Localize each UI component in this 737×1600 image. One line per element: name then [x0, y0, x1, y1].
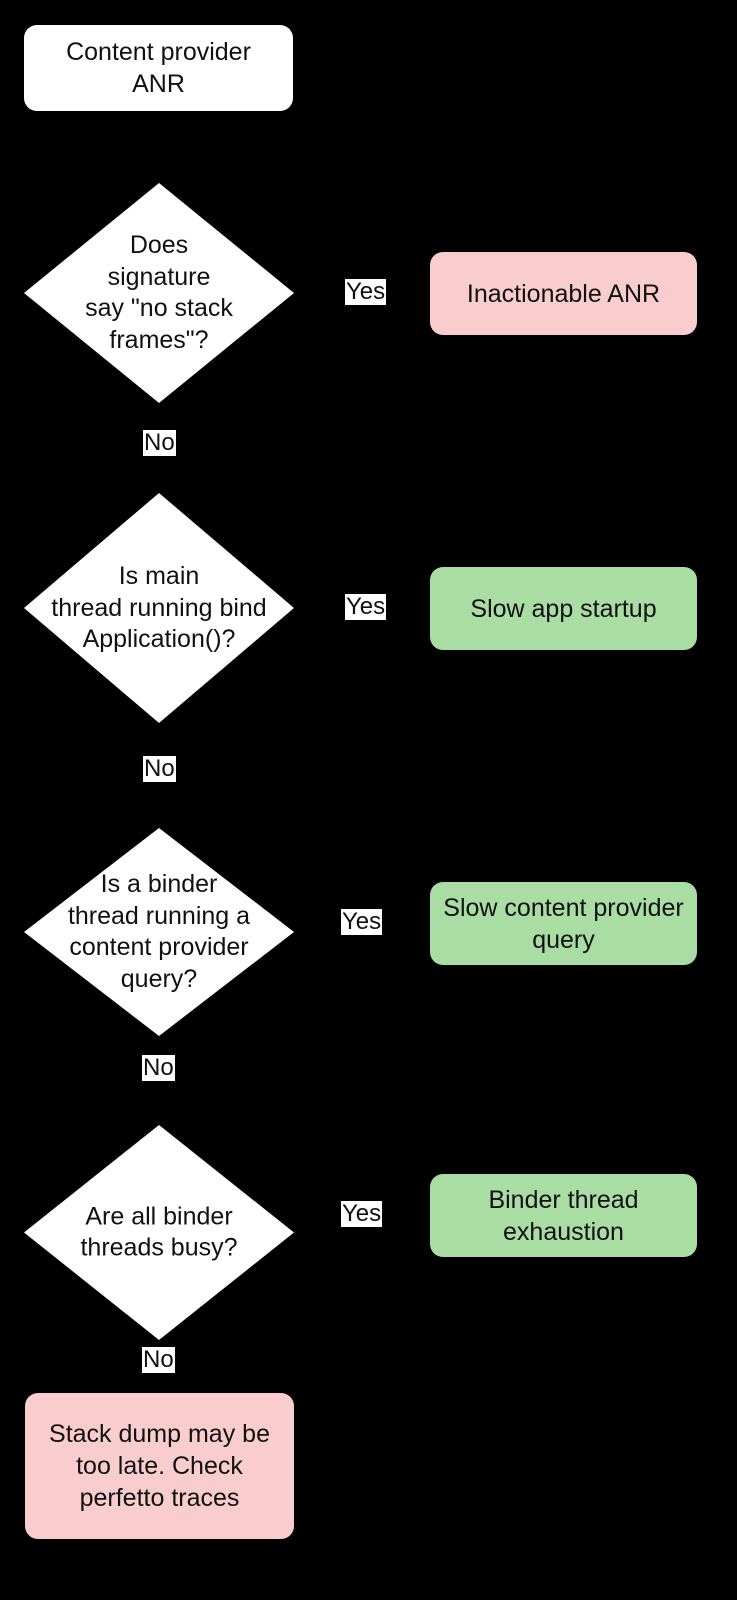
node-outcome-slow-content-provider-query[interactable]: Slow content provider query — [430, 882, 697, 965]
node-decision-all-binder-threads-busy[interactable]: Are all binder threads busy? — [24, 1125, 294, 1340]
node-decision-3-label: Is a binder thread running a content pro… — [67, 870, 251, 993]
node-decision-1-label: Does signature say "no stack frames"? — [85, 231, 233, 354]
node-outcome-stack-dump-too-late[interactable]: Stack dump may be too late. Check perfet… — [25, 1393, 294, 1539]
node-outcome-binder-thread-exhaustion[interactable]: Binder thread exhaustion — [430, 1174, 697, 1257]
connector-decision-3-no — [157, 1036, 160, 1126]
node-decision-main-thread-bind-application[interactable]: Is main thread running bind Application(… — [24, 493, 294, 723]
connector-start-to-decision-1 — [157, 110, 160, 184]
node-outcome-slow-app-startup[interactable]: Slow app startup — [430, 567, 697, 650]
edge-label-decision-2-no: No — [143, 755, 176, 782]
edge-label-decision-1-yes: Yes — [345, 278, 387, 305]
edge-label-decision-3-no: No — [142, 1054, 175, 1081]
connector-decision-4-no — [157, 1340, 160, 1425]
edge-label-decision-2-yes: Yes — [345, 593, 387, 620]
node-decision-2-label: Is main thread running bind Application(… — [51, 561, 267, 653]
node-outcome-inactionable-anr[interactable]: Inactionable ANR — [430, 252, 697, 335]
node-decision-4-label: Are all binder threads busy? — [80, 1202, 238, 1262]
node-decision-signature-no-stack-frames[interactable]: Does signature say "no stack frames"? — [24, 183, 294, 403]
edge-label-decision-3-yes: Yes — [341, 908, 383, 935]
edge-label-decision-4-yes: Yes — [341, 1200, 383, 1227]
edge-label-decision-1-no: No — [143, 429, 176, 456]
edge-label-decision-4-no: No — [142, 1346, 175, 1373]
node-start[interactable]: Content provider ANR — [24, 25, 293, 111]
node-decision-binder-thread-content-provider-query[interactable]: Is a binder thread running a content pro… — [24, 828, 294, 1036]
